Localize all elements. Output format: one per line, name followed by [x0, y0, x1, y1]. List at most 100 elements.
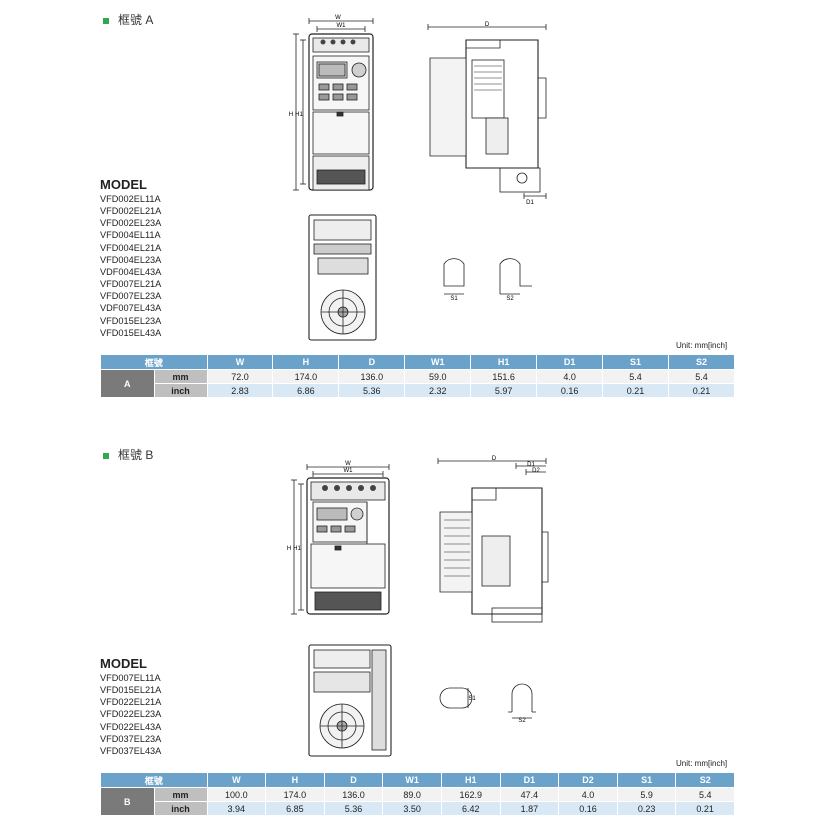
- label-d: D: [485, 22, 490, 28]
- label-h: H: [289, 112, 293, 118]
- section-a-title-text: 框號 A: [118, 13, 154, 27]
- unit-cell: inch: [154, 801, 208, 816]
- value-cell: 0.21: [675, 801, 735, 816]
- dimension-table-b: 框號 W H D W1 H1 D1 D2 S1 S2 B mm 100.0 17…: [101, 773, 735, 816]
- value-cell: 72.0: [207, 369, 274, 384]
- label-w1: W1: [344, 468, 354, 474]
- header-col: H: [265, 773, 325, 788]
- unit-cell: mm: [154, 369, 208, 384]
- value-cell: 2.32: [404, 383, 472, 398]
- value-cell: 89.0: [382, 787, 442, 802]
- model-item: VFD004EL23A: [100, 254, 162, 265]
- header-col: S2: [675, 773, 735, 788]
- value-cell: 5.36: [324, 801, 384, 816]
- model-heading-a: MODEL: [100, 177, 147, 192]
- label-h: H: [287, 546, 291, 552]
- value-cell: 47.4: [500, 787, 560, 802]
- label-s1: S1: [450, 296, 458, 302]
- header-col: W1: [404, 355, 472, 370]
- label-d1: D1: [527, 462, 535, 468]
- model-item: VFD002EL21A: [100, 206, 162, 217]
- value-cell: 6.85: [265, 801, 325, 816]
- label-h1: H1: [293, 546, 301, 552]
- label-h1: H1: [295, 112, 303, 118]
- header-col: H: [272, 355, 340, 370]
- unit-cell: inch: [154, 383, 208, 398]
- value-cell: 5.9: [617, 787, 677, 802]
- header-col: D1: [500, 773, 560, 788]
- header-col: D1: [536, 355, 604, 370]
- frame-a-bottom-view: [308, 214, 377, 341]
- label-d2: D2: [532, 468, 540, 474]
- value-cell: 136.0: [324, 787, 384, 802]
- value-cell: 174.0: [272, 369, 340, 384]
- header-col: S2: [668, 355, 736, 370]
- table-header-row: 框號 W H D W1 H1 D1 D2 S1 S2: [101, 773, 735, 788]
- model-item: VFD007EL23A: [100, 291, 162, 302]
- frame-b-side-view: D D1 D2: [437, 456, 549, 623]
- model-item: VFD015EL43A: [100, 327, 162, 338]
- table-row: inch 3.94 6.85 5.36 3.50 6.42 1.87 0.16 …: [101, 801, 735, 816]
- model-item: VFD037EL43A: [100, 745, 162, 756]
- value-cell: 5.36: [338, 383, 406, 398]
- unit-label-a: Unit: mm[inch]: [676, 341, 728, 350]
- label-s1: S1: [468, 696, 476, 702]
- value-cell: 6.42: [441, 801, 501, 816]
- model-item: VFD007EL21A: [100, 279, 162, 290]
- label-d: D: [492, 456, 497, 462]
- value-cell: 0.16: [558, 801, 618, 816]
- unit-label-b: Unit: mm[inch]: [676, 759, 728, 768]
- model-item: VFD022EL21A: [100, 697, 162, 708]
- value-cell: 5.97: [470, 383, 538, 398]
- value-cell: 3.94: [207, 801, 267, 816]
- green-bullet-icon: [103, 452, 109, 459]
- green-bullet-icon: [103, 17, 109, 24]
- model-item: VFD022EL23A: [100, 709, 162, 720]
- value-cell: 5.4: [675, 787, 735, 802]
- value-cell: 3.50: [382, 801, 442, 816]
- model-item: VDF004EL43A: [100, 266, 162, 277]
- value-cell: 0.16: [536, 383, 604, 398]
- value-cell: 2.83: [207, 383, 274, 398]
- frame-b-front-view: W W1 H H1: [287, 461, 390, 615]
- unit-cell: mm: [154, 787, 208, 802]
- label-w: W: [345, 461, 351, 467]
- label-w: W: [335, 15, 341, 21]
- value-cell: 136.0: [338, 369, 406, 384]
- value-cell: 4.0: [536, 369, 604, 384]
- model-item: VFD004EL11A: [100, 230, 161, 241]
- value-cell: 59.0: [404, 369, 472, 384]
- frame-cell: A: [101, 369, 155, 398]
- label-s2: S2: [506, 296, 514, 302]
- model-item: VFD037EL23A: [100, 733, 162, 744]
- value-cell: 100.0: [207, 787, 267, 802]
- model-item: VFD015EL21A: [100, 685, 162, 696]
- frame-b-bottom-view: [308, 644, 392, 757]
- section-b-title: 框號 B: [103, 446, 153, 463]
- section-a-title: 框號 A: [103, 11, 153, 28]
- value-cell: 5.4: [602, 369, 669, 384]
- model-item: VFD002EL11A: [100, 194, 161, 204]
- frame-cell: B: [101, 787, 155, 816]
- dimension-table-a: 框號 W H D W1 H1 D1 S1 S2 A mm 72.0 174.0 …: [101, 355, 736, 398]
- header-col: H1: [441, 773, 501, 788]
- frame-a-front-view: W W1 H H1: [289, 15, 374, 191]
- model-item: VFD015EL23A: [100, 315, 162, 326]
- header-frame: 框號: [101, 773, 208, 788]
- header-frame: 框號: [101, 355, 208, 370]
- header-col: S1: [602, 355, 669, 370]
- header-col: S1: [617, 773, 677, 788]
- value-cell: 0.23: [617, 801, 677, 816]
- model-item: VFD007EL11A: [100, 673, 161, 683]
- header-col: D: [338, 355, 406, 370]
- header-col: D2: [558, 773, 618, 788]
- header-col: W1: [382, 773, 442, 788]
- value-cell: 1.87: [500, 801, 560, 816]
- section-b-title-text: 框號 B: [118, 448, 154, 462]
- label-s2: S2: [518, 718, 526, 724]
- value-cell: 4.0: [558, 787, 618, 802]
- frame-a-side-view: D D1: [427, 22, 547, 206]
- header-col: H1: [470, 355, 538, 370]
